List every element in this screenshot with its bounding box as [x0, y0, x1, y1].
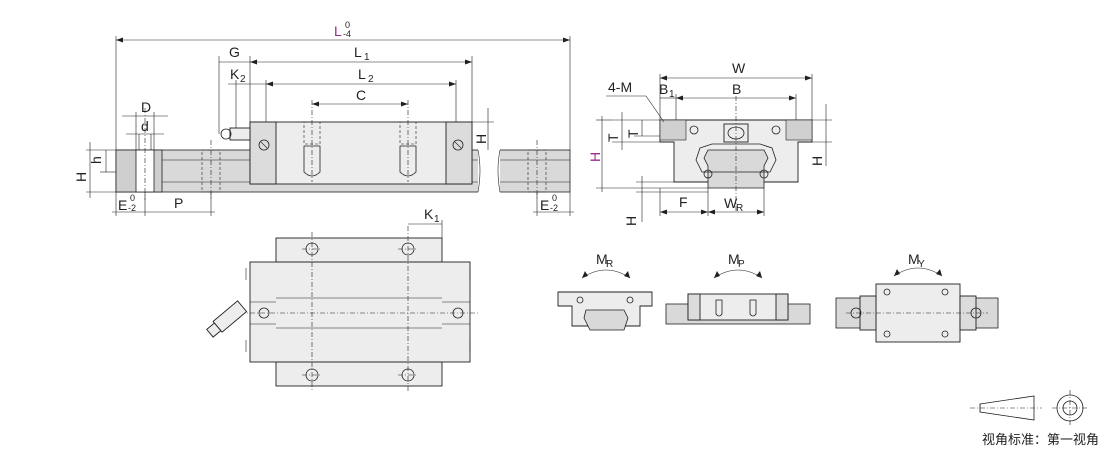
- dim-L2: L: [358, 66, 366, 82]
- dim-WR: W: [724, 195, 738, 211]
- svg-text:1: 1: [669, 89, 675, 100]
- dim-W: W: [732, 60, 746, 76]
- dim-L: L: [334, 23, 342, 39]
- svg-text:1: 1: [434, 214, 440, 225]
- svg-text:2: 2: [240, 74, 246, 85]
- moment-MY: M Y: [835, 251, 999, 343]
- svg-text:R: R: [606, 259, 613, 270]
- screw-right-icon: [452, 139, 464, 151]
- svg-text:0: 0: [552, 193, 557, 203]
- svg-text:Y: Y: [918, 259, 925, 270]
- dim-K1: K: [424, 206, 434, 222]
- dim-d: d: [141, 118, 149, 134]
- dim-F: F: [679, 194, 688, 210]
- dim-H: H: [587, 152, 603, 162]
- dim-T: T: [625, 129, 641, 138]
- dim-H1: H: [623, 216, 639, 226]
- side-view: W B 1 B 4-M T T H H H: [587, 60, 832, 226]
- dim-C: C: [356, 87, 366, 103]
- svg-text:M: M: [596, 251, 608, 267]
- dim-B: B: [732, 81, 741, 97]
- dim-4M: 4-M: [608, 79, 632, 95]
- dim-H2: H: [809, 156, 825, 166]
- dim-D: D: [141, 99, 151, 115]
- svg-text:0: 0: [130, 193, 135, 203]
- dim-E-right: E: [540, 197, 549, 213]
- dim-B1: B: [659, 81, 668, 97]
- moment-MP: M P: [665, 251, 811, 325]
- svg-text:-4: -4: [343, 29, 351, 39]
- grease-nipple-icon: [220, 128, 232, 140]
- svg-text:0: 0: [345, 20, 350, 30]
- projection-note: 视角标准：第一视角: [982, 433, 1099, 448]
- dim-L1: L: [354, 44, 362, 60]
- svg-text:2: 2: [368, 74, 374, 85]
- dim-G: G: [229, 44, 240, 60]
- dim-h: h: [88, 156, 104, 164]
- svg-text:P: P: [738, 259, 745, 270]
- top-view: K 1: [206, 206, 478, 392]
- dim-T1: T: [605, 133, 621, 142]
- angled-grease-nipple: [206, 300, 248, 338]
- moment-MR: M R: [557, 251, 653, 331]
- front-view: L 0 -4 G L 1 K 2 L 2 C D d: [73, 20, 574, 216]
- dim-P: P: [174, 195, 183, 211]
- projection-symbol: 视角标准：第一视角: [970, 390, 1099, 448]
- svg-text:R: R: [736, 203, 743, 214]
- dim-H3: H: [473, 134, 489, 144]
- svg-text:1: 1: [364, 52, 370, 63]
- svg-text:-2: -2: [550, 203, 558, 213]
- carriage-block: [249, 121, 473, 185]
- screw-left-icon: [258, 139, 270, 151]
- dim-E-left: E: [118, 197, 127, 213]
- rail-break: [478, 140, 500, 200]
- grease-nipple: [229, 127, 251, 141]
- dim-K2: K: [230, 66, 240, 82]
- svg-text:-2: -2: [128, 203, 136, 213]
- svg-text:M: M: [908, 251, 920, 267]
- dim-HR: H: [73, 172, 89, 182]
- svg-text:M: M: [728, 251, 740, 267]
